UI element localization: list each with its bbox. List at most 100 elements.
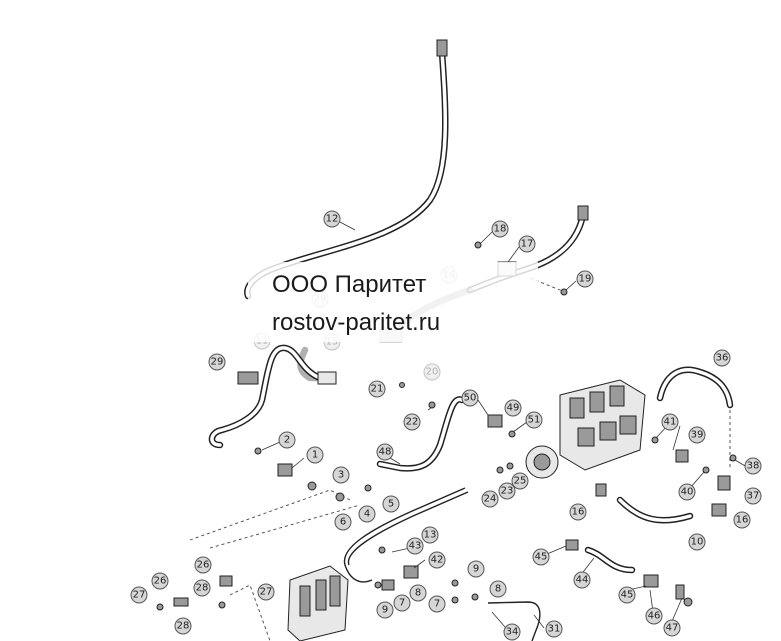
svg-text:5: 5 <box>388 499 394 510</box>
svg-text:22: 22 <box>406 417 419 428</box>
callout-34: 34 <box>503 623 521 641</box>
svg-text:38: 38 <box>747 461 760 472</box>
svg-text:13: 13 <box>424 530 437 541</box>
callout-45b: 45 <box>618 586 636 604</box>
hose-12 <box>244 39 449 300</box>
callout-48: 48 <box>376 443 394 461</box>
callout-21: 21 <box>368 380 386 398</box>
svg-text:31: 31 <box>548 624 561 635</box>
svg-text:25: 25 <box>514 476 527 487</box>
callout-27: 27 <box>130 586 148 604</box>
svg-text:27: 27 <box>260 587 273 598</box>
svg-text:43: 43 <box>409 541 422 552</box>
pipe-48 <box>376 396 466 472</box>
callout-26b: 26 <box>151 572 169 590</box>
svg-text:41: 41 <box>664 417 677 428</box>
fittings <box>156 241 737 611</box>
callout-16b: 16 <box>733 511 751 529</box>
svg-text:15: 15 <box>326 337 339 348</box>
callout-40: 40 <box>678 483 696 501</box>
callout-29: 29 <box>208 353 226 371</box>
svg-text:48: 48 <box>379 447 392 458</box>
callout-41: 41 <box>661 413 679 431</box>
svg-text:47: 47 <box>666 623 679 634</box>
svg-text:27: 27 <box>133 590 146 601</box>
svg-text:24: 24 <box>484 494 497 505</box>
watermark-company: ООО Паритет <box>272 271 427 298</box>
callout-2: 2 <box>278 431 296 449</box>
watermark-backdrop <box>248 262 538 342</box>
svg-text:16: 16 <box>572 507 585 518</box>
svg-text:39: 39 <box>691 430 704 441</box>
pipe-13 <box>343 487 469 583</box>
callout-47: 47 <box>663 619 681 637</box>
svg-text:46: 46 <box>648 611 661 622</box>
callout-18: 18 <box>491 220 509 238</box>
svg-text:37: 37 <box>747 491 760 502</box>
pipe-31 <box>487 601 541 641</box>
callout-23: 23 <box>498 482 516 500</box>
watermark-url: rostov-paritet.ru <box>272 309 441 336</box>
svg-text:28: 28 <box>196 583 209 594</box>
svg-text:20: 20 <box>426 367 439 378</box>
callout-12: 12 <box>323 210 341 228</box>
svg-text:44: 44 <box>576 575 589 586</box>
svg-text:16: 16 <box>736 515 749 526</box>
svg-text:50: 50 <box>464 393 477 404</box>
svg-text:4: 4 <box>364 509 370 520</box>
callout-6: 6 <box>334 513 352 531</box>
valve-block <box>525 379 646 479</box>
callout-7: 7 <box>393 594 411 612</box>
callout-7b: 7 <box>428 595 446 613</box>
callout-42: 42 <box>428 551 446 569</box>
svg-text:42: 42 <box>431 555 444 566</box>
callout-8b: 8 <box>489 580 507 598</box>
callout-27b: 27 <box>257 583 275 601</box>
callout-9: 9 <box>467 560 485 578</box>
callout-26: 26 <box>194 556 212 574</box>
svg-text:9: 9 <box>382 605 388 616</box>
callout-28: 28 <box>193 579 211 597</box>
callout-44: 44 <box>573 571 591 589</box>
svg-text:45: 45 <box>535 552 548 563</box>
svg-text:49: 49 <box>507 403 520 414</box>
callout-13: 13 <box>421 526 439 544</box>
callout-9b: 9 <box>376 601 394 619</box>
callout-39: 39 <box>688 426 706 444</box>
svg-text:7: 7 <box>434 599 440 610</box>
svg-text:26: 26 <box>154 576 167 587</box>
svg-text:18: 18 <box>494 224 507 235</box>
svg-text:36: 36 <box>716 353 729 364</box>
svg-text:19: 19 <box>579 274 592 285</box>
callout-37: 37 <box>744 487 762 505</box>
callout-20: 20 <box>423 363 441 381</box>
svg-text:45: 45 <box>621 590 634 601</box>
callout-22: 22 <box>403 413 421 431</box>
svg-text:34: 34 <box>506 627 519 638</box>
callout-51: 51 <box>525 411 543 429</box>
svg-text:12: 12 <box>326 214 339 225</box>
svg-text:6: 6 <box>340 517 346 528</box>
callout-28b: 28 <box>174 617 192 635</box>
svg-text:8: 8 <box>415 588 421 599</box>
callouts: 12 18 17 19 14 29 11 15 21 20 29 50 49 5… <box>130 210 762 641</box>
pipe-36 <box>656 366 734 470</box>
svg-text:23: 23 <box>501 486 514 497</box>
callout-36: 36 <box>713 349 731 367</box>
callout-10: 10 <box>688 533 706 551</box>
svg-text:28: 28 <box>177 621 190 632</box>
svg-text:2: 2 <box>284 435 290 446</box>
callout-19: 19 <box>576 270 594 288</box>
svg-text:26: 26 <box>197 560 210 571</box>
callout-45: 45 <box>532 548 550 566</box>
svg-text:51: 51 <box>528 415 541 426</box>
svg-text:21: 21 <box>371 384 384 395</box>
callout-16: 16 <box>569 503 587 521</box>
pipe-11 <box>208 344 337 449</box>
callout-50: 50 <box>461 389 479 407</box>
callout-1: 1 <box>306 446 324 464</box>
svg-text:1: 1 <box>312 450 318 461</box>
hose-44 <box>584 546 636 574</box>
callout-49: 49 <box>504 399 522 417</box>
hose-10 <box>616 496 694 524</box>
